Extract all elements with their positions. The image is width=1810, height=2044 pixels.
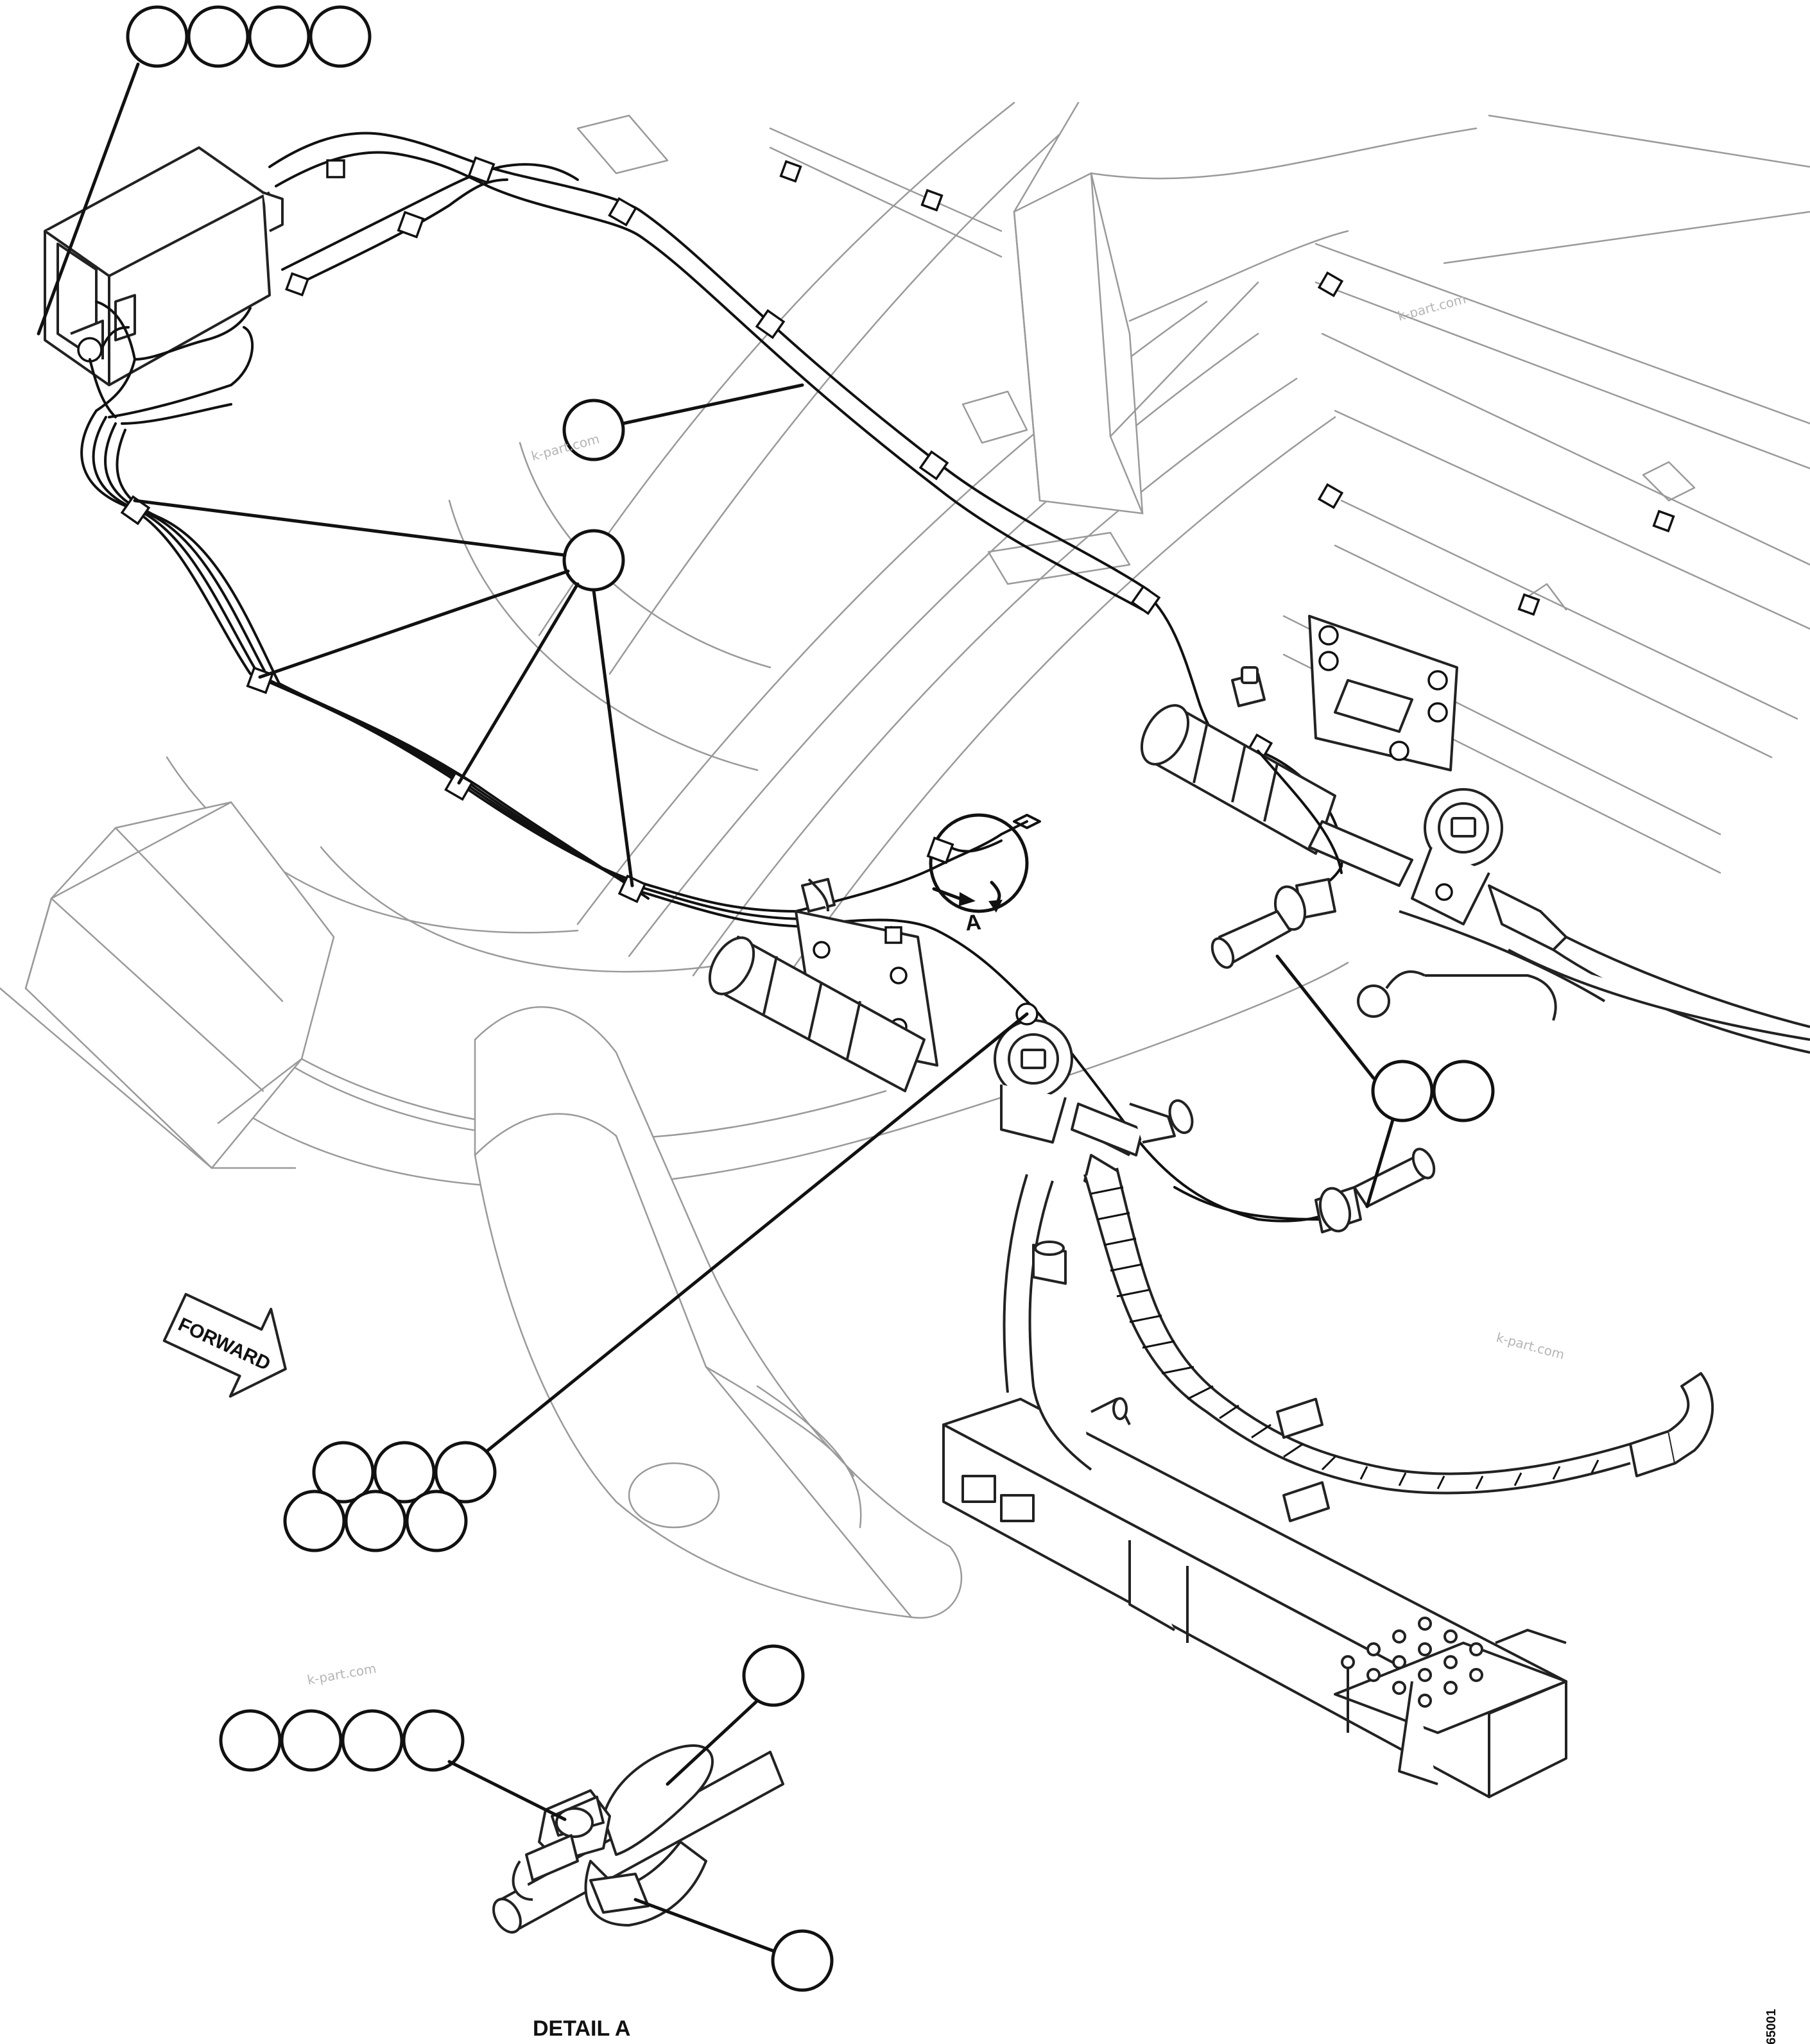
detail-a-title: DETAIL A — [533, 2016, 630, 2041]
watermark: k-part.com — [306, 1660, 377, 1688]
forward-arrow: FORWARD — [162, 1293, 287, 1398]
callout-bubble — [742, 1644, 805, 1707]
callout-bubble — [219, 1709, 282, 1772]
watermark: k-part.com — [1396, 291, 1467, 323]
callout-top-left — [37, 5, 372, 336]
callout-bubble — [771, 1929, 834, 1992]
callout-bubble — [187, 5, 250, 68]
callout-bubble — [312, 1441, 375, 1504]
callout-detail-clip-bottom — [634, 1898, 834, 1992]
callout-bubble — [373, 1441, 436, 1504]
callout-bubble — [1371, 1060, 1434, 1122]
callout-bubble — [1432, 1060, 1495, 1122]
watermark: k-part.com — [1495, 1330, 1566, 1362]
callout-bubble — [126, 5, 189, 68]
callout-harness-main — [562, 383, 804, 461]
callout-bubble — [283, 1490, 346, 1552]
lower-actuator — [708, 878, 1194, 1233]
detail-a-locator: A — [926, 813, 1029, 936]
callout-lower-left — [283, 1012, 1029, 1552]
callout-bubble — [402, 1709, 465, 1772]
right-sensor — [1211, 750, 1343, 969]
right-actuator — [1140, 615, 1810, 1054]
callout-detail-clip-top — [666, 1644, 805, 1786]
tread-holes — [1341, 1617, 1483, 1708]
drawing-number: 65001 — [1764, 2009, 1779, 2044]
callout-bubble — [344, 1490, 407, 1552]
lower-hoses — [1003, 1167, 1714, 1522]
detail-a-view — [492, 1744, 784, 1934]
callout-sensor-right — [1275, 954, 1495, 1208]
callout-bubble — [309, 5, 372, 68]
callout-bubble — [341, 1709, 404, 1772]
lower-sensor — [1173, 1147, 1436, 1233]
background-structure — [0, 101, 1810, 1619]
callout-detail-nut — [219, 1709, 567, 1821]
step-platform — [942, 1398, 1567, 1798]
callout-bubble — [434, 1441, 497, 1504]
control-box — [44, 146, 284, 386]
callout-bubble — [248, 5, 311, 68]
callout-harness-clips — [133, 499, 634, 888]
callout-bubble — [562, 399, 625, 461]
callout-bubble — [562, 529, 625, 592]
callout-bubble — [280, 1709, 343, 1772]
detail-marker-label: A — [964, 910, 982, 936]
callout-bubble — [405, 1490, 468, 1552]
